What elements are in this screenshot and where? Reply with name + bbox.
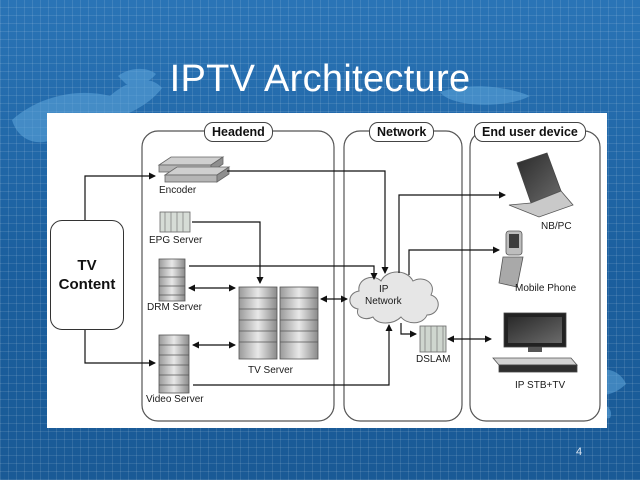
nb-pc-label: NB/PC	[541, 221, 572, 232]
drm-server-icon	[158, 258, 186, 302]
tv-content-box: TV Content	[50, 220, 124, 330]
tv-content-label-1: TV	[77, 257, 97, 274]
dslam-label: DSLAM	[416, 354, 451, 365]
architecture-diagram: Headend Network End user device TV Conte…	[47, 113, 607, 428]
ip-network-label-1: IP	[379, 284, 389, 295]
link-network-phone	[408, 246, 500, 275]
diagram-drawing	[84, 130, 601, 422]
epg-server-label: EPG Server	[149, 235, 203, 246]
tv-set-icon	[492, 312, 578, 373]
network-header: Network	[369, 122, 435, 142]
link-content-encoder	[84, 172, 156, 220]
laptop-icon	[508, 152, 574, 218]
link-encoder-network	[227, 170, 389, 274]
page-number: 4	[576, 446, 583, 458]
video-server-label: Video Server	[146, 394, 204, 405]
headend-header: Headend	[204, 122, 273, 142]
video-server-icon	[158, 334, 190, 394]
link-network-laptop	[398, 191, 506, 273]
ip-network-cloud-icon	[349, 271, 439, 324]
end-user-header: End user device	[474, 122, 586, 142]
tv-server-icon	[238, 286, 319, 360]
tv-content-label-2: Content	[58, 276, 116, 293]
dslam-icon	[419, 325, 447, 353]
epg-server-icon	[159, 211, 191, 233]
mobile-phone-icon	[498, 230, 524, 288]
encoder-label: Encoder	[159, 185, 197, 196]
slide-title: IPTV Architecture	[169, 58, 471, 100]
mobile-phone-label: Mobile Phone	[515, 283, 577, 294]
tv-server-label: TV Server	[248, 365, 294, 376]
drm-server-label: DRM Server	[147, 302, 203, 313]
link-video-network	[193, 324, 393, 386]
encoder-icon	[157, 156, 231, 183]
link-network-dslam	[400, 323, 417, 338]
link-epg-tvserver	[192, 221, 264, 284]
link-content-video	[84, 328, 156, 367]
ip-stb-tv-label: IP STB+TV	[515, 380, 566, 391]
link-drm-network	[189, 265, 378, 280]
ip-network-label-2: Network	[365, 296, 402, 307]
